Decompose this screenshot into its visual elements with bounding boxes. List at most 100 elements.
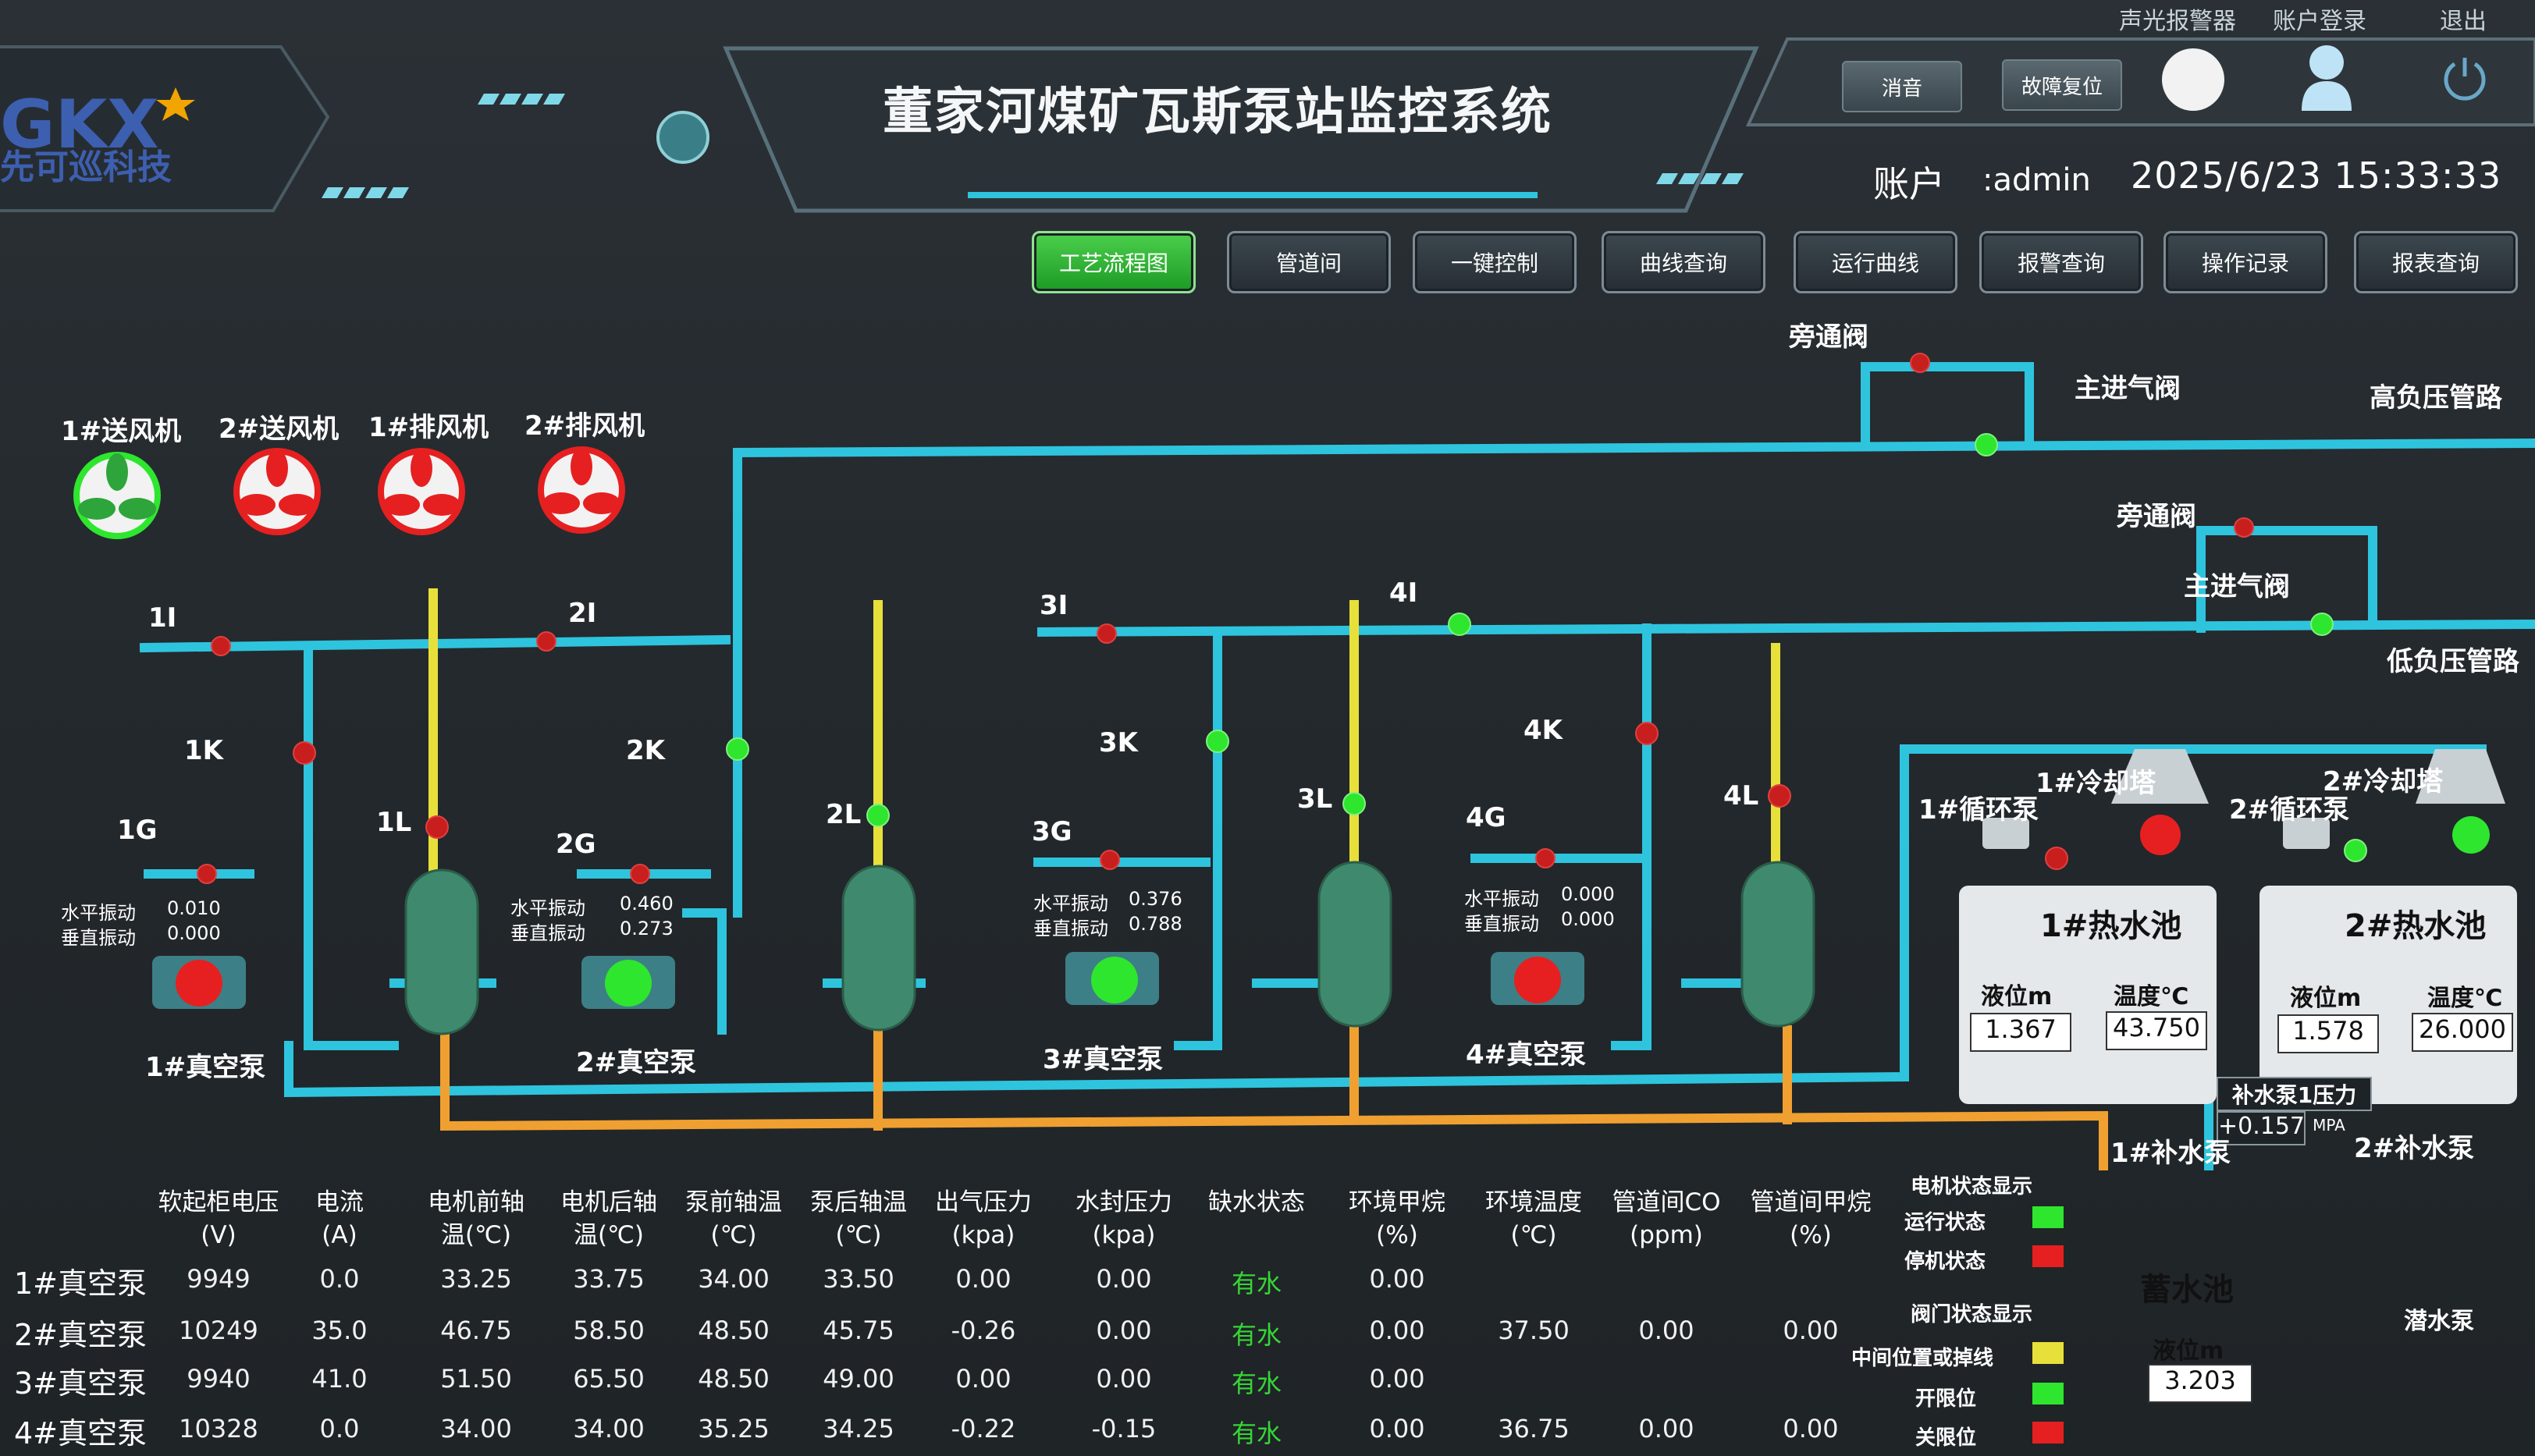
makeup-pressure-label: 补水泵1压力 (2217, 1077, 2372, 1111)
pump2-vib-v: 0.273 (620, 918, 674, 939)
pump1-vib-h-label: 水平振动 (61, 902, 136, 924)
valve-tag-2L: 2L (826, 799, 862, 830)
table-cell: 46.75 (440, 1316, 512, 1345)
table-cell: 0.00 (1369, 1316, 1425, 1345)
pump3-vib-v-label: 垂直振动 (1033, 918, 1108, 939)
toplink-alarm[interactable]: 声光报警器 (2119, 8, 2236, 35)
pool1-temp-label: 温度℃ (2114, 983, 2189, 1010)
table-cell: 48.50 (698, 1316, 770, 1345)
table-cell: 0.0 (319, 1264, 360, 1294)
alarm-lamp-icon (2162, 48, 2224, 111)
col-header-seal-pressure: 水封压力 (kpa) (1076, 1188, 1172, 1249)
table-cell: 36.75 (1498, 1414, 1570, 1444)
table-cell: 0.00 (1783, 1414, 1839, 1444)
table-cell: 有水 (1231, 1369, 1282, 1398)
tab-run-curve[interactable]: 运行曲线 (1794, 231, 1957, 293)
table-cell: 有水 (1231, 1269, 1282, 1298)
pump4-vib-v: 0.000 (1561, 908, 1615, 930)
fan-label-3: 1#排风机 (368, 412, 489, 443)
toplink-exit[interactable]: 退出 (2440, 8, 2487, 35)
tab-process-flow[interactable]: 工艺流程图 (1032, 231, 1196, 293)
power-icon[interactable] (2439, 51, 2491, 103)
table-cell: 33.50 (823, 1264, 894, 1294)
storage-pool-label: 蓄水池 (2140, 1272, 2234, 1308)
company-name: 先可巡科技 (0, 147, 172, 187)
pump2-name: 2#真空泵 (576, 1047, 697, 1078)
valve-tag-2K: 2K (626, 735, 666, 766)
table-cell: 0.00 (955, 1264, 1012, 1294)
tab-pipe-room[interactable]: 管道间 (1227, 231, 1391, 293)
pipe-network (73, 353, 2535, 1170)
valve-tag-4K: 4K (1523, 715, 1563, 746)
table-cell: 0.00 (1096, 1264, 1152, 1294)
table-cell: 0.00 (955, 1364, 1012, 1394)
table-cell: 0.00 (1638, 1316, 1694, 1345)
pump1-vib-v-label: 垂直振动 (61, 927, 136, 949)
pump1-vib-h: 0.010 (167, 897, 221, 919)
pool2-level-value: 1.578 (2277, 1014, 2379, 1053)
makeup-pressure-value: +0.157 (2217, 1111, 2306, 1145)
table-row-name: 4#真空泵 (14, 1416, 148, 1451)
col-header-co: 管道间CO (ppm) (1612, 1188, 1721, 1249)
user-icon[interactable] (2299, 41, 2355, 111)
col-header-motor-front: 电机前轴 温(℃) (428, 1188, 524, 1249)
circ1-label: 1#循环泵 (1918, 794, 2039, 826)
table-cell: 49.00 (823, 1364, 894, 1394)
tower2-label: 2#冷却塔 (2323, 766, 2444, 797)
tab-curve-query[interactable]: 曲线查询 (1602, 231, 1765, 293)
table-cell: 37.50 (1498, 1316, 1570, 1345)
legend-stopped-swatch (2032, 1245, 2064, 1267)
pool2-label: 2#热水池 (2345, 908, 2487, 944)
makeup-pressure-unit: MPA (2313, 1116, 2345, 1135)
circ2-label: 2#循环泵 (2229, 794, 2350, 826)
legend-middle-swatch (2032, 1342, 2064, 1364)
fan-label-4: 2#排风机 (524, 410, 645, 442)
legend-open: 开限位 (1915, 1387, 1977, 1411)
table-cell: 34.00 (573, 1414, 645, 1444)
tab-one-key-control[interactable]: 一键控制 (1413, 231, 1577, 293)
storage-level-label: 液位m (2153, 1337, 2224, 1365)
table-cell: -0.26 (951, 1316, 1016, 1345)
toplink-login[interactable]: 账户登录 (2273, 8, 2366, 35)
company-logo: GKX (0, 86, 159, 164)
table-cell: 0.00 (1096, 1364, 1152, 1394)
fan-label-1: 1#送风机 (61, 416, 182, 447)
table-cell: 48.50 (698, 1364, 770, 1394)
legend-running: 运行状态 (1904, 1211, 1986, 1234)
tab-report-query[interactable]: 报表查询 (2354, 231, 2518, 293)
pump2-vib-h-label: 水平振动 (510, 897, 585, 919)
valve-tag-1G: 1G (117, 815, 158, 846)
tab-alarm-query[interactable]: 报警查询 (1979, 231, 2143, 293)
col-header-water-status: 缺水状态 (1208, 1188, 1305, 1216)
datetime: 2025/6/23 15:33:33 (2131, 154, 2502, 197)
tab-operation-log[interactable]: 操作记录 (2163, 231, 2327, 293)
fault-reset-button[interactable]: 故障复位 (2002, 59, 2122, 111)
pump3-name: 3#真空泵 (1043, 1044, 1164, 1075)
account-label: 账户 (1873, 163, 1945, 205)
table-cell: 0.00 (1638, 1414, 1694, 1444)
table-cell: 0.00 (1369, 1364, 1425, 1394)
table-cell: 35.0 (311, 1316, 368, 1345)
table-cell: 有水 (1231, 1419, 1282, 1448)
pool1-temp-value: 43.750 (2106, 1011, 2207, 1050)
pump3-vib-h: 0.376 (1129, 888, 1182, 910)
pump2-vib-h: 0.460 (620, 893, 674, 914)
process-diagram: 1#送风机 2#送风机 1#排风机 2#排风机 旁通阀 主进气阀 高负压管路 旁… (0, 297, 2535, 1403)
storage-level-value: 3.203 (2148, 1364, 2252, 1403)
col-header-motor-rear: 电机后轴 温(℃) (560, 1188, 657, 1249)
table-cell: 34.00 (698, 1264, 770, 1294)
table-cell: 9940 (187, 1364, 251, 1394)
valve-tag-2G: 2G (556, 829, 596, 860)
mute-button[interactable]: 消音 (1842, 61, 1962, 112)
valve-tag-1K: 1K (184, 735, 224, 766)
valve-tag-4I: 4I (1389, 577, 1418, 609)
table-row-name: 3#真空泵 (14, 1366, 148, 1401)
col-header-pump-rear: 泵后轴温 (℃) (810, 1188, 907, 1249)
legend-motor-title: 电机状态显示 (1911, 1175, 2033, 1199)
low-pressure-label: 低负压管路 (2387, 646, 2519, 677)
pump4-name: 4#真空泵 (1466, 1039, 1587, 1071)
legend-open-swatch (2032, 1383, 2064, 1405)
table-cell: 0.00 (1783, 1316, 1839, 1345)
table-cell: 有水 (1231, 1320, 1282, 1350)
